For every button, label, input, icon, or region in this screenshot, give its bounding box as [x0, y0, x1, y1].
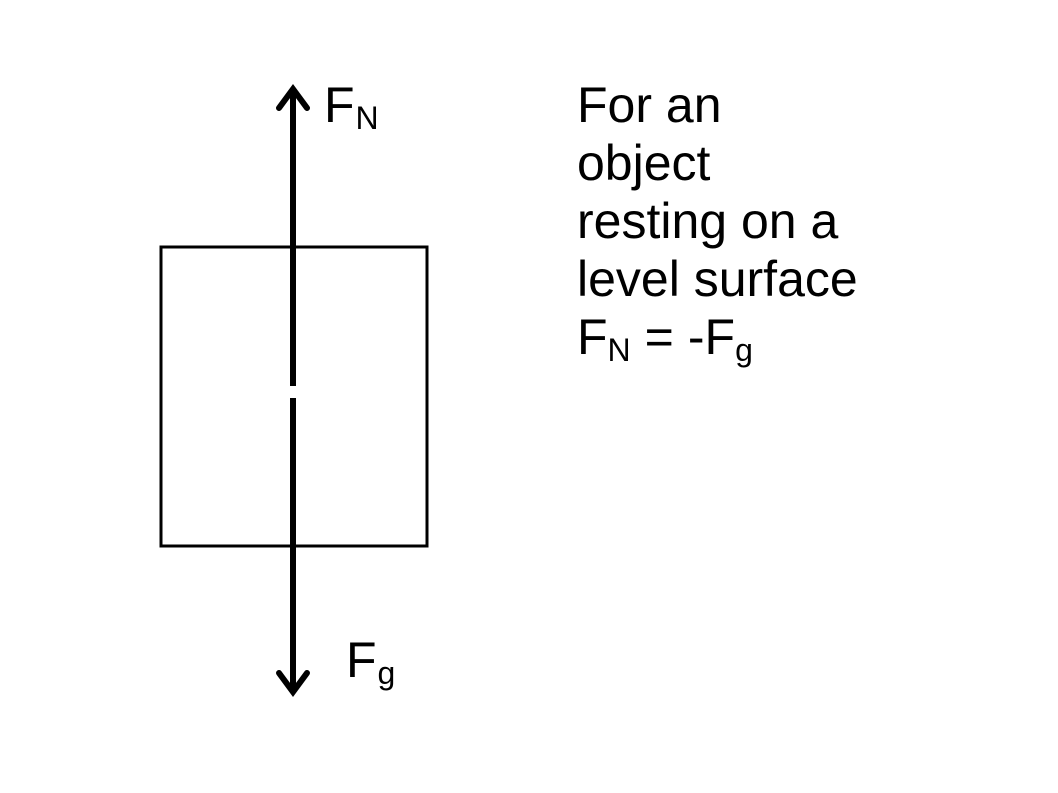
- normal-force-subscript: N: [355, 100, 379, 137]
- normal-force-symbol: F: [324, 77, 355, 133]
- gravity-force-subscript: g: [377, 655, 396, 692]
- gravity-force-label: Fg: [346, 635, 395, 689]
- equation-lhs-subscript: N: [607, 332, 631, 369]
- caption-line: For an: [577, 77, 722, 133]
- caption-text: For an object resting on a level surface…: [577, 76, 858, 379]
- gravity-force-symbol: F: [346, 632, 377, 688]
- normal-force-arrowhead: [276, 83, 310, 111]
- equation-lhs-symbol: F: [577, 309, 608, 365]
- equation-rhs-symbol: -F: [687, 309, 736, 365]
- gravity-force-arrowhead: [276, 670, 310, 698]
- caption-line: object: [577, 135, 711, 191]
- normal-force-label: FN: [324, 80, 379, 134]
- caption-line: level surface: [577, 251, 858, 307]
- equation-operator: =: [644, 309, 674, 365]
- caption-equation: FN =-Fg: [577, 308, 858, 379]
- equation-rhs-subscript: g: [735, 332, 753, 369]
- gravity-force-arrow: [276, 398, 310, 698]
- normal-force-arrow: [276, 83, 310, 386]
- caption-line: resting on a: [577, 193, 839, 249]
